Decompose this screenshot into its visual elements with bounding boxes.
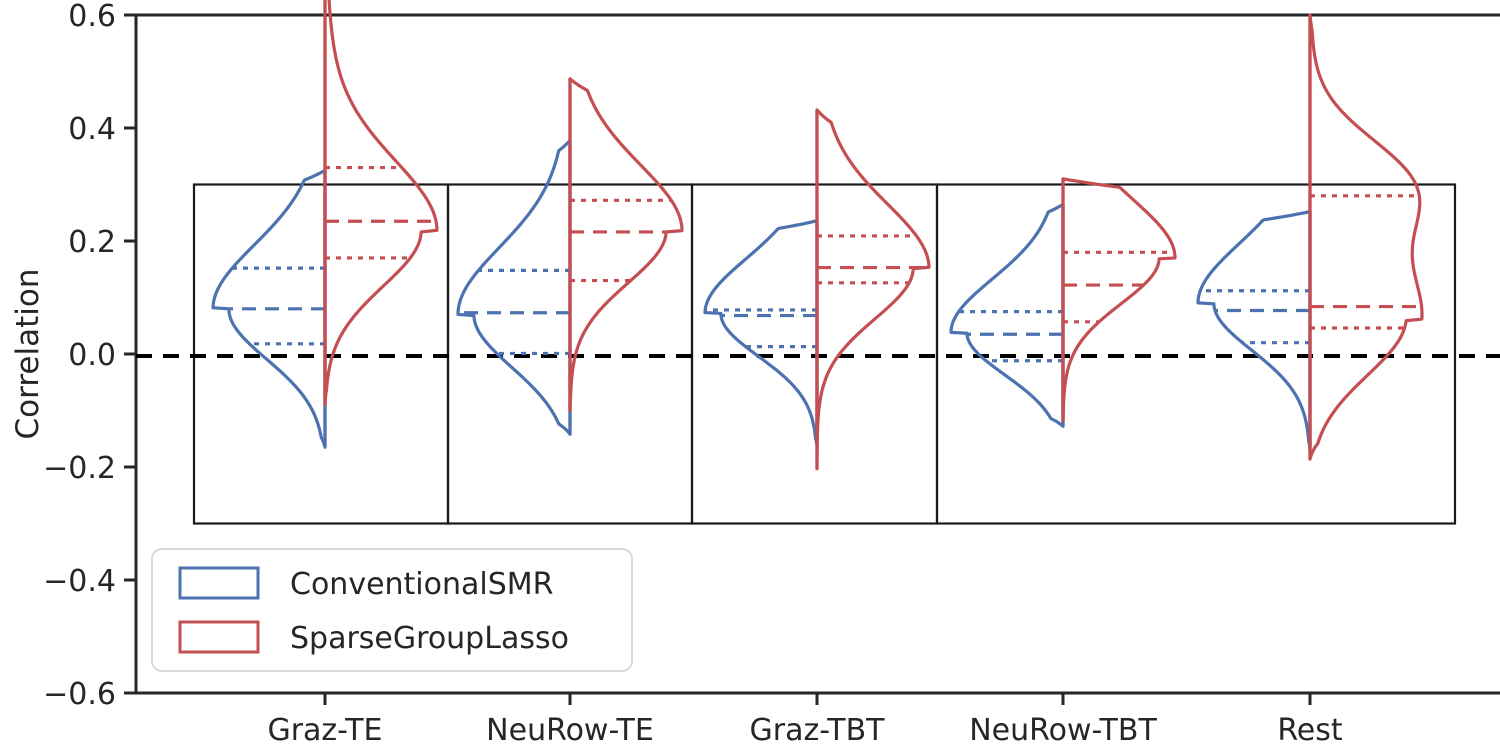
x-tick-label-neurow-tbt: NeuRow-TBT: [969, 713, 1157, 748]
y-tick-label: −0.6: [43, 677, 116, 712]
violin-body-sparsegrouplasso: [1308, 13, 1424, 461]
violin-sparsegrouplasso-graz-tbt: [815, 108, 931, 471]
y-tick-label: 0.6: [68, 0, 116, 34]
x-tick-label-rest: Rest: [1277, 713, 1343, 748]
y-tick-label: 0.2: [68, 225, 116, 260]
violin-body-conventionalsmr: [703, 219, 819, 448]
panel-box: [935, 183, 1457, 525]
violin-conventionalsmr-neurow-tbt: [949, 202, 1065, 428]
violin-conventionalsmr-graz-tbt: [703, 219, 819, 448]
y-tick-group: 0.6 0.4 0.2 0.0 −0.2 −0.4 −0.6: [43, 0, 136, 712]
x-tick-group: Graz-TE NeuRow-TE Graz-TBT NeuRow-TBT Rest: [267, 693, 1343, 748]
violin-conventionalsmr-rest: [1196, 210, 1312, 451]
legend-items[interactable]: ConventionalSMR SparseGroupLasso: [178, 566, 569, 656]
violin-sparsegrouplasso-rest: [1308, 13, 1424, 461]
y-tick-label: 0.4: [68, 112, 116, 147]
legend-swatch-conventionalsmr[interactable]: [178, 566, 260, 600]
violin-body-conventionalsmr: [949, 202, 1065, 428]
legend-label-conventionalsmr: ConventionalSMR: [290, 567, 554, 602]
legend-label-sparsegrouplasso: SparseGroupLasso: [290, 621, 569, 656]
violin-body-sparsegrouplasso: [1061, 177, 1177, 423]
violin-sparsegrouplasso-neurow-tbt: [1061, 177, 1177, 423]
y-tick-label: −0.2: [43, 451, 116, 486]
y-axis-title: Correlation: [10, 269, 46, 440]
violin-group: [211, 0, 1424, 471]
legend-box: [151, 548, 633, 672]
x-tick-label-graz-te: Graz-TE: [267, 713, 382, 748]
violin-conventionalsmr-graz-te: [211, 168, 327, 449]
violin-sparsegrouplasso-graz-te: [323, 0, 439, 407]
y-tick-label: 0.0: [68, 338, 116, 373]
y-tick-label: −0.4: [43, 564, 116, 599]
violin-body-conventionalsmr: [456, 138, 572, 436]
violin-body-sparsegrouplasso: [568, 77, 684, 413]
violin-body-conventionalsmr: [1196, 210, 1312, 451]
violin-body-sparsegrouplasso: [815, 108, 931, 471]
legend-swatch-sparsegrouplasso[interactable]: [178, 620, 260, 654]
violin-body-sparsegrouplasso: [323, 0, 439, 407]
violin-body-conventionalsmr: [211, 168, 327, 449]
x-tick-label-graz-tbt: Graz-TBT: [749, 713, 885, 748]
violin-sparsegrouplasso-neurow-te: [568, 77, 684, 413]
x-tick-label-neurow-te: NeuRow-TE: [486, 713, 654, 748]
legend[interactable]: ConventionalSMR SparseGroupLasso: [151, 548, 633, 672]
